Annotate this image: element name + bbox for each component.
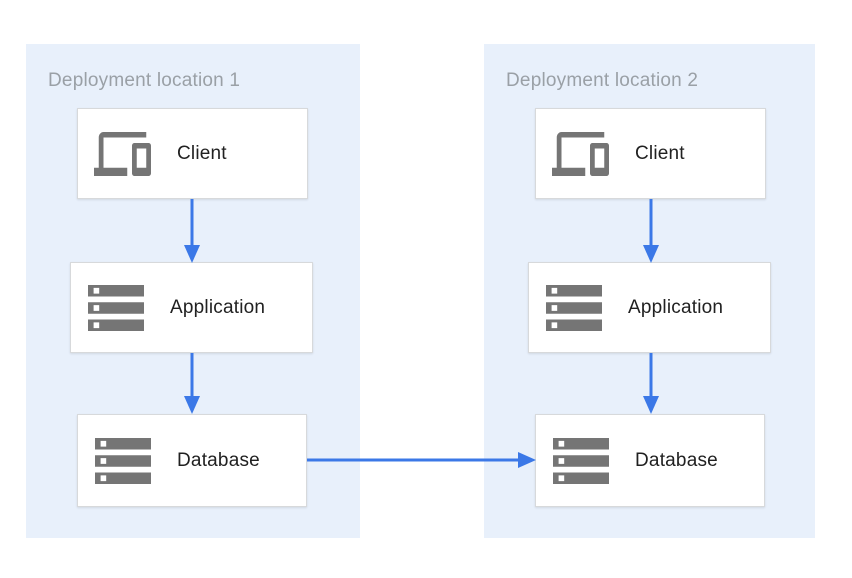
node-label: Client [635,142,685,164]
devices-icon [94,130,151,178]
node-client-2: Client [535,108,766,199]
node-label: Application [170,296,266,318]
storage-icon [552,437,609,485]
storage-icon [87,284,144,332]
node-database-1: Database [77,414,307,507]
node-label: Client [177,142,227,164]
node-client-1: Client [77,108,308,199]
node-label: Application [628,296,724,318]
node-label: Database [177,449,260,471]
devices-icon [552,130,609,178]
storage-icon [545,284,602,332]
node-database-2: Database [535,414,765,507]
deployment-zone-2: Deployment location 2 Client Application [484,44,815,538]
zone-1-title: Deployment location 1 [48,70,241,91]
node-label: Database [635,449,718,471]
node-application-2: Application [528,262,771,353]
zone-2-title: Deployment location 2 [506,70,699,91]
node-application-1: Application [70,262,313,353]
storage-icon [94,437,151,485]
deployment-zone-1: Deployment location 1 Client Application [26,44,360,538]
